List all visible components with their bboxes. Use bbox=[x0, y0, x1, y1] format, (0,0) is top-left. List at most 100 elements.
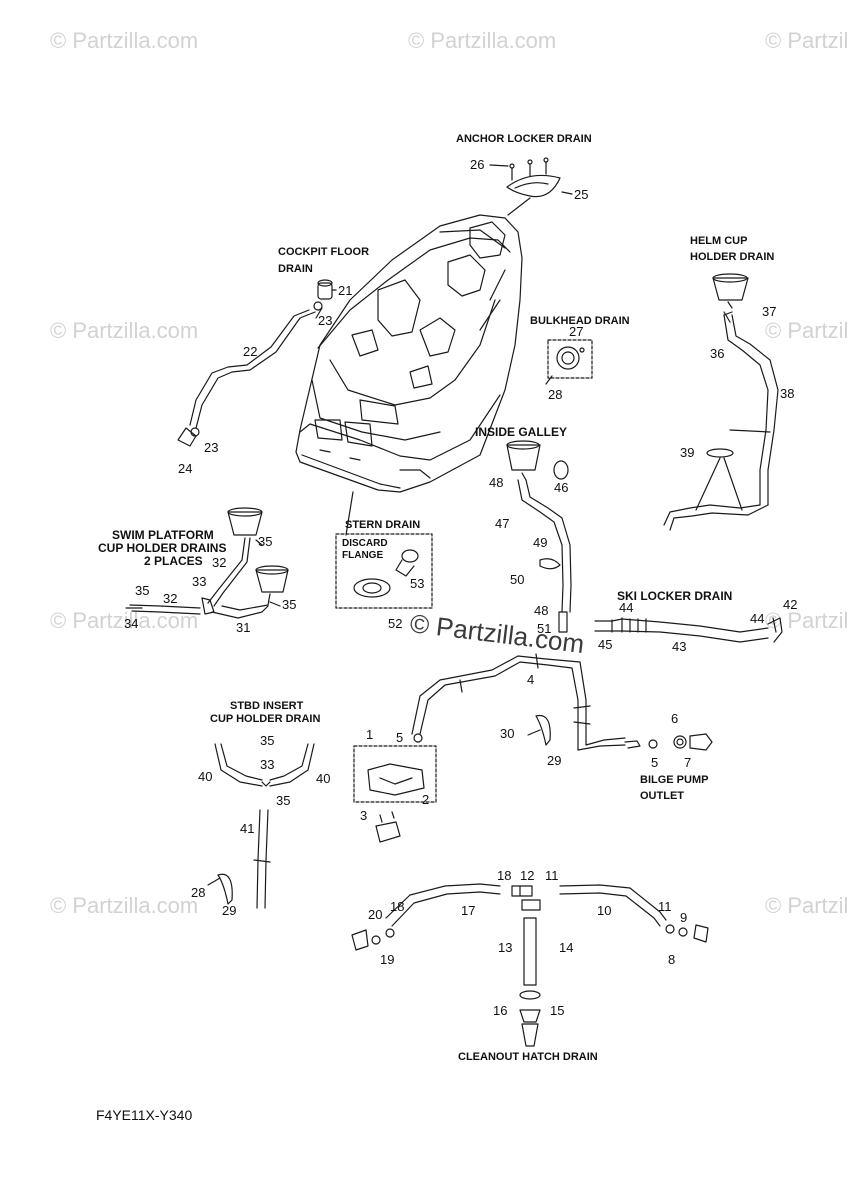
callout-30: 30 bbox=[500, 726, 515, 741]
helm-cup-holder-drain-drawing bbox=[663, 273, 779, 531]
callout-50: 50 bbox=[510, 572, 525, 587]
callout-23: 23 bbox=[204, 440, 219, 455]
figure-code: F4YE11X-Y340 bbox=[96, 1107, 193, 1123]
watermark: © Partzilla.com bbox=[765, 28, 848, 53]
callout-20: 20 bbox=[368, 907, 383, 922]
callout-35: 35 bbox=[260, 733, 275, 748]
watermark: © Partzilla.com bbox=[50, 893, 199, 918]
swim-platform-label-line2: CUP HOLDER DRAINS bbox=[98, 541, 227, 555]
callout-21: 21 bbox=[338, 283, 353, 298]
callout-2: 2 bbox=[422, 792, 430, 807]
callout-28: 28 bbox=[191, 885, 206, 900]
watermark: © Partzilla.com bbox=[765, 608, 848, 633]
callout-23: 23 bbox=[318, 313, 333, 328]
watermark: © Partzilla.com bbox=[50, 318, 199, 343]
callout-45: 45 bbox=[598, 637, 613, 652]
discard-flange-label-line2: FLANGE bbox=[342, 550, 384, 561]
ski-locker-drain-drawing bbox=[594, 617, 783, 643]
callout-3: 3 bbox=[360, 808, 368, 823]
discard-flange-label-line1: DISCARD bbox=[342, 538, 388, 549]
inside-galley-drawing bbox=[506, 440, 572, 633]
callout-15: 15 bbox=[550, 1003, 565, 1018]
bilge-pump-drawing bbox=[353, 733, 437, 843]
callout-1: 1 bbox=[366, 727, 374, 742]
bilge-pump-outlet-label-line2: OUTLET bbox=[640, 790, 684, 802]
cockpit-floor-drain-label-line1: COCKPIT FLOOR bbox=[278, 246, 370, 258]
stbd-insert-drawing bbox=[207, 743, 315, 909]
callout-13: 13 bbox=[498, 940, 513, 955]
callout-43: 43 bbox=[672, 639, 687, 654]
callout-33: 33 bbox=[192, 574, 207, 589]
stbd-insert-label-line2: CUP HOLDER DRAIN bbox=[210, 713, 321, 725]
bulkhead-drain-label: BULKHEAD DRAIN bbox=[530, 315, 630, 327]
callout-32: 32 bbox=[212, 555, 227, 570]
callout-38: 38 bbox=[780, 386, 795, 401]
stern-drain-label: STERN DRAIN bbox=[345, 519, 421, 531]
swim-platform-drawing bbox=[125, 507, 289, 619]
callout-34: 34 bbox=[124, 616, 139, 631]
callout-44: 44 bbox=[619, 600, 634, 615]
callout-22: 22 bbox=[243, 344, 258, 359]
cleanout-hatch-drain-label: CLEANOUT HATCH DRAIN bbox=[458, 1051, 598, 1063]
callout-31: 31 bbox=[236, 620, 251, 635]
callout-51: 51 bbox=[537, 621, 552, 636]
watermark: © Partzilla.com bbox=[765, 893, 848, 918]
swim-platform-label-line1: SWIM PLATFORM bbox=[112, 528, 214, 542]
callout-24: 24 bbox=[178, 461, 193, 476]
callout-39: 39 bbox=[680, 445, 695, 460]
callout-11: 11 bbox=[658, 899, 672, 914]
callout-44: 44 bbox=[750, 611, 765, 626]
watermark: © Partzilla.com bbox=[765, 318, 848, 343]
callout-35: 35 bbox=[282, 597, 297, 612]
cockpit-floor-drain-label-line2: DRAIN bbox=[278, 263, 313, 275]
callout-48: 48 bbox=[534, 603, 549, 618]
callout-8: 8 bbox=[668, 952, 676, 967]
callout-4: 4 bbox=[527, 672, 535, 687]
callout-33: 33 bbox=[260, 757, 275, 772]
inside-galley-label: INSIDE GALLEY bbox=[475, 425, 568, 439]
callout-27: 27 bbox=[569, 324, 584, 339]
callout-37: 37 bbox=[762, 304, 777, 319]
callout-18: 18 bbox=[497, 868, 512, 883]
callout-17: 17 bbox=[461, 903, 476, 918]
callout-10: 10 bbox=[597, 903, 612, 918]
callout-16: 16 bbox=[493, 1003, 508, 1018]
bulkhead-drain-drawing bbox=[545, 339, 593, 385]
callout-40: 40 bbox=[198, 769, 213, 784]
helm-cup-holder-label-line1: HELM CUP bbox=[690, 235, 748, 247]
callout-6: 6 bbox=[671, 711, 679, 726]
cleanout-hatch-drawing bbox=[351, 883, 709, 1047]
callout-47: 47 bbox=[495, 516, 510, 531]
callout-5: 5 bbox=[651, 755, 659, 770]
callout-35: 35 bbox=[276, 793, 291, 808]
ski-locker-drain-label: SKI LOCKER DRAIN bbox=[617, 589, 733, 603]
callout-29: 29 bbox=[547, 753, 562, 768]
anchor-locker-drain-drawing bbox=[489, 157, 573, 216]
callout-35: 35 bbox=[258, 534, 273, 549]
stern-drain-drawing bbox=[335, 491, 433, 609]
callout-18: 18 bbox=[390, 899, 405, 914]
stbd-insert-label-line1: STBD INSERT bbox=[230, 700, 304, 712]
callout-11: 11 bbox=[545, 868, 559, 883]
callout-26: 26 bbox=[470, 157, 485, 172]
callout-48: 48 bbox=[489, 475, 504, 490]
watermark: © Partzilla.com bbox=[408, 28, 557, 53]
bilge-hose-drawing bbox=[411, 653, 713, 751]
callout-9: 9 bbox=[680, 910, 688, 925]
helm-cup-holder-label-line2: HOLDER DRAIN bbox=[690, 251, 775, 263]
callout-12: 12 bbox=[520, 868, 535, 883]
boat-hull-drawing bbox=[295, 214, 523, 493]
callout-53: 53 bbox=[410, 576, 425, 591]
callout-5: 5 bbox=[396, 730, 404, 745]
watermark: © Partzilla.com bbox=[50, 28, 199, 53]
callout-52: 52 bbox=[388, 616, 403, 631]
swim-platform-label-line3: 2 PLACES bbox=[144, 554, 203, 568]
cockpit-floor-drain-drawing bbox=[177, 279, 337, 447]
callout-49: 49 bbox=[533, 535, 548, 550]
callout-41: 41 bbox=[240, 821, 255, 836]
callout-35: 35 bbox=[135, 583, 150, 598]
callout-14: 14 bbox=[559, 940, 574, 955]
callout-32: 32 bbox=[163, 591, 178, 606]
